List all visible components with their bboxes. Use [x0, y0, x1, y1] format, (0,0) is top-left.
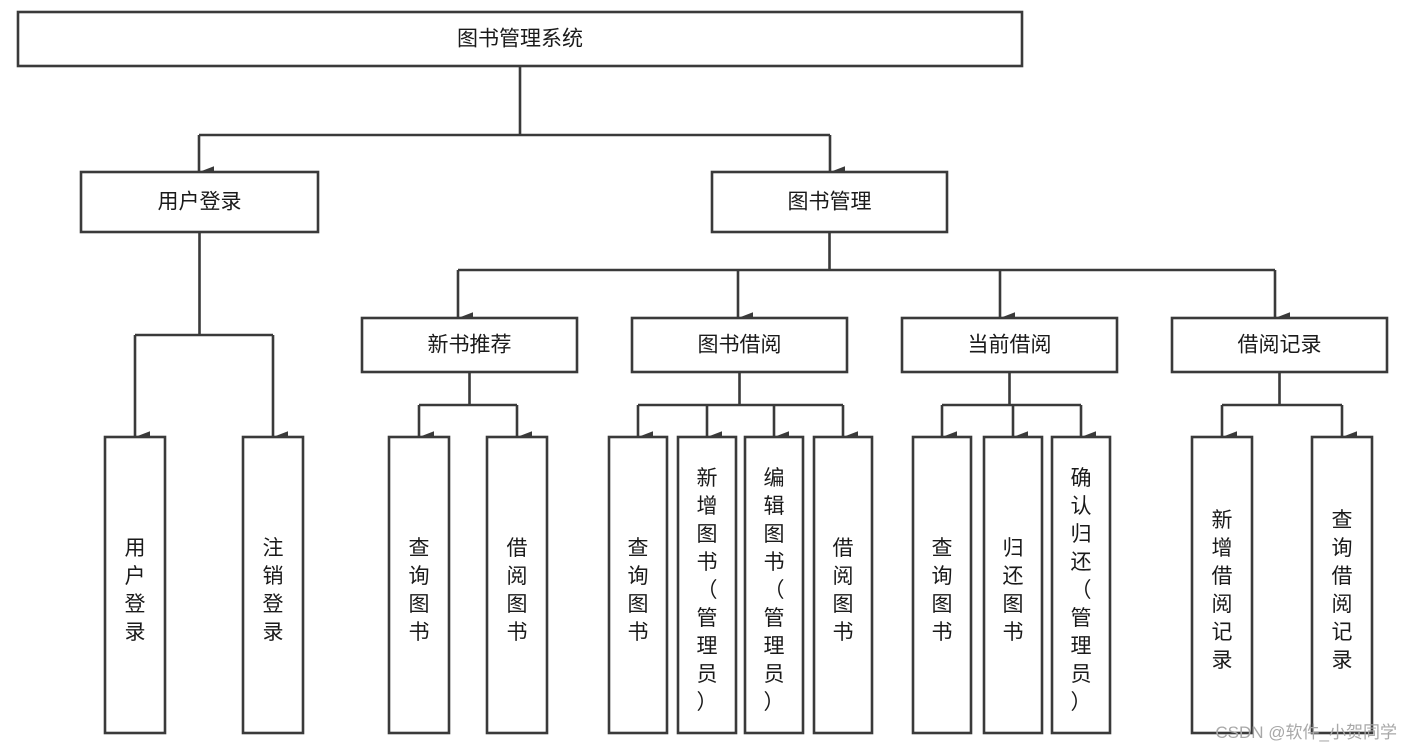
node-box — [1310, 435, 1374, 735]
node-box — [982, 435, 1044, 735]
node-box — [743, 435, 805, 735]
node-book-manage[interactable]: 图书管理 — [710, 170, 949, 234]
node-box — [630, 316, 849, 374]
node-leaf-logout[interactable]: 注销登录 — [241, 435, 305, 735]
node-box — [1050, 435, 1112, 735]
node-box — [103, 435, 167, 735]
node-label: 用户登录 — [125, 537, 146, 644]
node-box — [710, 170, 949, 234]
node-label: 新书推荐 — [428, 334, 512, 357]
node-leaf-return-book[interactable]: 归还图书 — [982, 435, 1044, 735]
node-leaf-add-book-admin[interactable]: 新增图书（管理员） — [676, 435, 738, 735]
node-box — [812, 435, 874, 735]
node-leaf-borrow-book[interactable]: 借阅图书 — [812, 435, 874, 735]
node-label: 查询图书 — [409, 537, 430, 644]
node-leaf-user-login[interactable]: 用户登录 — [103, 435, 167, 735]
node-book-borrow[interactable]: 图书借阅 — [630, 316, 849, 374]
node-leaf-edit-book-admin[interactable]: 编辑图书（管理员） — [743, 435, 805, 735]
node-label: 图书管理 — [788, 191, 872, 214]
node-label: 图书借阅 — [698, 334, 782, 357]
node-box — [911, 435, 973, 735]
node-box — [1170, 316, 1389, 374]
node-label: 编辑图书（管理员） — [764, 467, 785, 714]
node-root[interactable]: 图书管理系统 — [16, 10, 1024, 68]
csdn-watermark: CSDN @软件_小贺同学 — [1215, 723, 1397, 742]
node-label: 图书管理系统 — [457, 28, 583, 51]
node-box — [676, 435, 738, 735]
node-box — [387, 435, 451, 735]
node-label: 归还图书 — [1003, 537, 1024, 644]
node-box — [79, 170, 320, 234]
node-label: 确认归还（管理员） — [1071, 467, 1092, 714]
node-box — [900, 316, 1119, 374]
node-label: 借阅图书 — [833, 537, 854, 644]
node-label: 当前借阅 — [968, 334, 1052, 357]
node-leaf-query-book-current[interactable]: 查询图书 — [911, 435, 973, 735]
node-box — [360, 316, 579, 374]
node-label: 新增图书（管理员） — [697, 467, 718, 714]
node-box — [1190, 435, 1254, 735]
node-new-book-recommend[interactable]: 新书推荐 — [360, 316, 579, 374]
node-label: 查询图书 — [932, 537, 953, 644]
node-label: 新增借阅记录 — [1212, 509, 1233, 672]
node-leaf-borrow-book-recommend[interactable]: 借阅图书 — [485, 435, 549, 735]
node-layer: 图书管理系统用户登录图书管理新书推荐图书借阅当前借阅借阅记录用户登录注销登录查询… — [16, 10, 1389, 735]
node-box — [241, 435, 305, 735]
node-leaf-add-borrow-record[interactable]: 新增借阅记录 — [1190, 435, 1254, 735]
node-user-login[interactable]: 用户登录 — [79, 170, 320, 234]
node-box — [16, 10, 1024, 68]
node-box — [485, 435, 549, 735]
node-leaf-query-book-borrow[interactable]: 查询图书 — [607, 435, 669, 735]
node-label: 用户登录 — [158, 191, 242, 214]
node-box — [607, 435, 669, 735]
node-leaf-query-borrow-record[interactable]: 查询借阅记录 — [1310, 435, 1374, 735]
node-label: 借阅图书 — [507, 537, 528, 644]
node-label: 借阅记录 — [1238, 334, 1322, 357]
connector-layer — [133, 66, 1357, 443]
node-leaf-query-book-recommend[interactable]: 查询图书 — [387, 435, 451, 735]
node-current-borrow[interactable]: 当前借阅 — [900, 316, 1119, 374]
node-label: 查询借阅记录 — [1332, 509, 1353, 672]
node-label: 注销登录 — [263, 537, 284, 644]
node-leaf-confirm-return-admin[interactable]: 确认归还（管理员） — [1050, 435, 1112, 735]
node-borrow-record[interactable]: 借阅记录 — [1170, 316, 1389, 374]
node-label: 查询图书 — [628, 537, 649, 644]
